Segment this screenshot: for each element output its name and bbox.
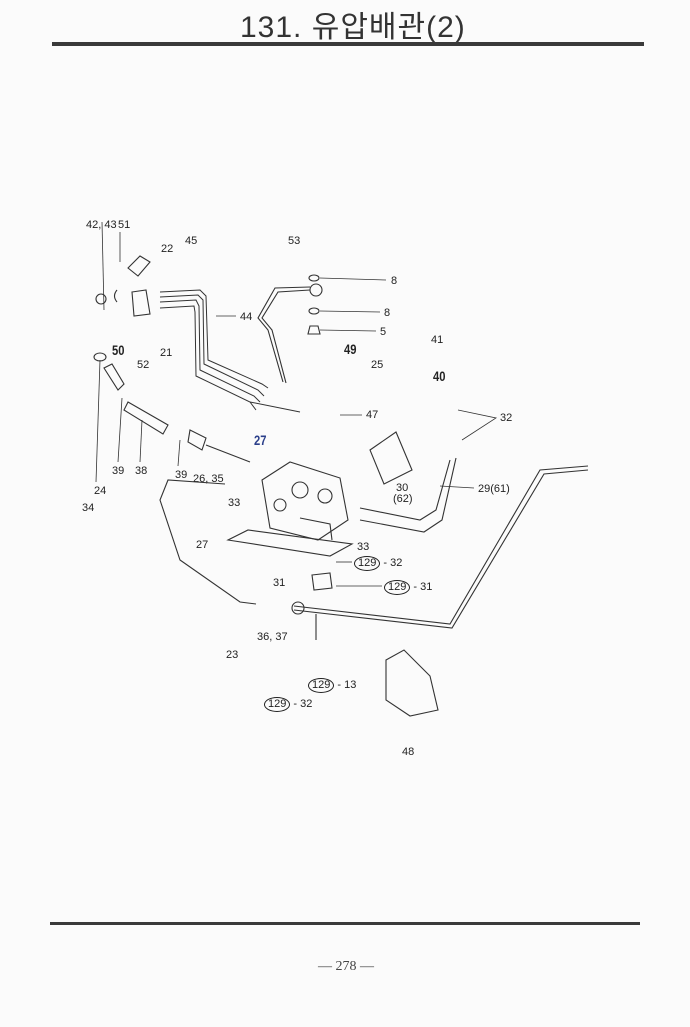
part-label: 36, 37 [257, 631, 288, 643]
control-valve [226, 461, 354, 557]
ref-suffix: - 32 [383, 557, 403, 569]
ref-label: 129 - 13 [308, 678, 356, 693]
part-label: 26, 35 [193, 473, 224, 485]
part-label: 48 [402, 746, 415, 758]
part-label: 39 [175, 469, 188, 481]
page-number: — 278 — [318, 959, 374, 974]
part-label: 29(61) [478, 483, 510, 495]
part-label: 23 [226, 649, 239, 661]
part-label: 47 [366, 409, 379, 421]
part-label: 30 [396, 482, 409, 494]
part-label: 5 [380, 326, 387, 338]
part-label: 8 [391, 275, 398, 287]
bracket-assembly [95, 255, 151, 317]
part-label: 22 [161, 243, 174, 255]
part-label: 34 [82, 502, 95, 514]
part-label: 40 [433, 368, 446, 384]
ref-label: 129 - 32 [354, 556, 402, 571]
part-label: 8 [384, 307, 391, 319]
part-label: 25 [371, 359, 384, 371]
part-label: 51 [118, 219, 131, 231]
plate-40 [369, 431, 413, 485]
part-label: 53 [288, 235, 301, 247]
ref-suffix: - 31 [413, 581, 433, 593]
part-label: 33 [228, 497, 241, 509]
ref-suffix: - 32 [293, 698, 313, 710]
pipe-53 [261, 289, 311, 384]
ref-suffix: - 13 [337, 679, 357, 691]
bottom-divider [50, 922, 640, 925]
ref-circle: 129 [264, 697, 291, 712]
part-label: 33 [357, 541, 370, 553]
part-label: 31 [273, 577, 286, 589]
part-label: 50 [112, 342, 125, 358]
ref-circle: 129 [384, 580, 411, 595]
part-label: 42, 43 [86, 219, 117, 231]
part-label: 45 [185, 235, 198, 247]
part-label: 32 [500, 412, 513, 424]
pipe-long-right [293, 465, 589, 625]
part-label: 38 [135, 465, 148, 477]
part-label: 27 [196, 539, 209, 551]
part-label: 52 [137, 359, 150, 371]
part-label: 24 [94, 485, 107, 497]
ref-label: 129 - 31 [384, 580, 432, 595]
ref-circle: 129 [354, 556, 381, 571]
part-label: 27 [254, 432, 267, 448]
page-title: 131. 유압배관(2) [240, 11, 466, 44]
ref-circle: 129 [308, 678, 335, 693]
part-label: (62) [393, 493, 413, 505]
ref-label: 129 - 32 [264, 697, 312, 712]
part-48 [385, 649, 439, 717]
pipe-bundle [159, 289, 301, 413]
part-label: 41 [431, 334, 444, 346]
part-label: 49 [344, 341, 357, 357]
part-label: 21 [160, 347, 173, 359]
part-label: 44 [240, 311, 253, 323]
top-divider [52, 42, 644, 46]
part-label: 39 [112, 465, 125, 477]
